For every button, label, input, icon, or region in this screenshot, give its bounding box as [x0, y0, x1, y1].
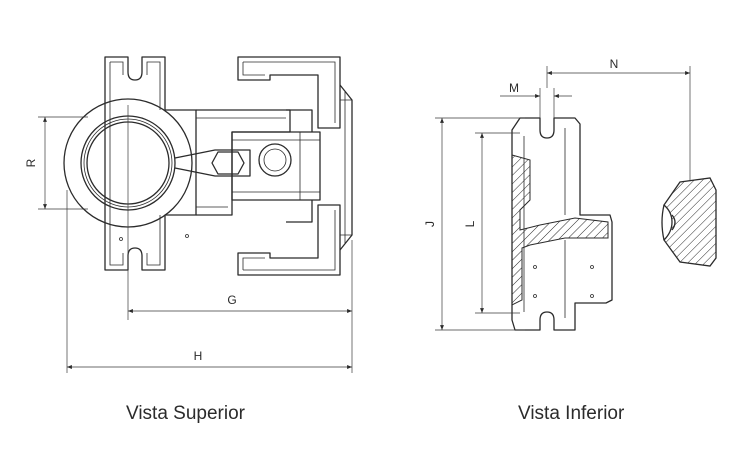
- top-view-tie-bar: [174, 149, 251, 177]
- caption-vista-inferior: Vista Inferior: [518, 403, 625, 424]
- dimension-label-r: R: [24, 158, 38, 167]
- top-view-clamp-tab-upper: [286, 109, 313, 132]
- bottom-view-body: [511, 117, 613, 331]
- bottom-view-side-detail: [663, 177, 717, 267]
- top-view-nut: [211, 151, 245, 175]
- top-view-clamp-block: [231, 131, 321, 201]
- top-view-upper-bracket: [237, 56, 341, 129]
- dimension-label-j: J: [423, 221, 437, 227]
- dimension-label-h: H: [194, 349, 203, 363]
- caption-vista-superior: Vista Superior: [126, 403, 245, 424]
- top-view-dimensions: [38, 105, 353, 373]
- top-view-drawing: [63, 56, 353, 276]
- bottom-view-section: [511, 154, 609, 306]
- top-view-right-plate: [339, 84, 353, 251]
- top-view-clamp-tab-lower: [286, 200, 313, 223]
- top-view-left-flange: [104, 56, 197, 271]
- dimension-label-g: G: [227, 293, 236, 307]
- top-view-flange-inner: [109, 61, 161, 266]
- top-view-eye-bolt: [258, 143, 292, 177]
- dimension-label-l: L: [463, 220, 477, 227]
- top-view-lower-bracket: [237, 204, 341, 276]
- bottom-view-drawing: [511, 117, 717, 331]
- dimension-label-n: N: [610, 57, 619, 71]
- bottom-view-dimensions: [435, 66, 691, 331]
- dimension-label-m: M: [509, 81, 519, 95]
